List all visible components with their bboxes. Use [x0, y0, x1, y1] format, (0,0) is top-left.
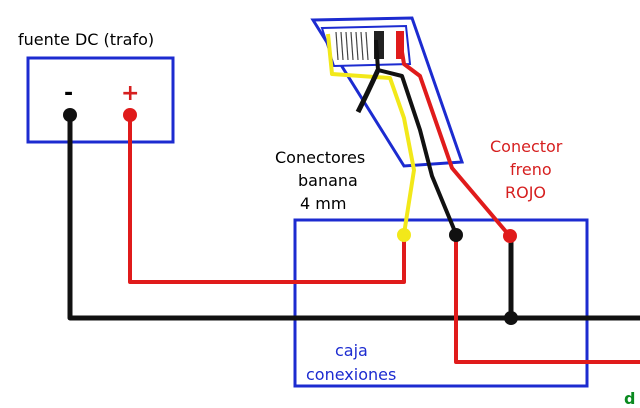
brake-red-terminal: [503, 229, 517, 243]
connection-box: [293, 218, 589, 388]
black-wire-connector: [374, 39, 458, 235]
brake-connector-housing: [310, 16, 465, 168]
black-wire-supply: [67, 116, 640, 321]
brake-connector-label-line1: Conector: [490, 137, 563, 156]
power-supply-box: [26, 56, 175, 144]
banana-connectors-label-line2: banana: [298, 171, 358, 190]
banana-connectors-label-line3: 4 mm: [300, 194, 346, 213]
plus-terminal: [123, 108, 137, 122]
minus-sign-label: -: [64, 81, 73, 106]
red-wire-box: [454, 236, 640, 364]
connector-dark-contact: [374, 31, 384, 59]
brake-connector-label-line3: ROJO: [505, 183, 546, 202]
banana-black-terminal: [449, 228, 463, 242]
connector-spring-icon: [335, 31, 369, 61]
red-wire-connector: [398, 39, 510, 236]
red-wire-supply: [128, 116, 406, 284]
connection-box-label-line1: caja: [335, 341, 368, 360]
power-supply-label: fuente DC (trafo): [18, 30, 154, 49]
junction-black-terminal: [504, 311, 518, 325]
yellow-wire: [326, 33, 416, 235]
minus-terminal: [63, 108, 77, 122]
banana-yellow-terminal: [397, 228, 411, 242]
connection-box-label-line2: conexiones: [306, 365, 396, 384]
corner-partial-label: d: [624, 389, 635, 408]
banana-connectors-label-line1: Conectores: [275, 148, 365, 167]
black-wire-loop: [355, 68, 381, 114]
plus-sign-label: +: [121, 81, 139, 106]
brake-connector-label-line2: freno: [510, 160, 552, 179]
